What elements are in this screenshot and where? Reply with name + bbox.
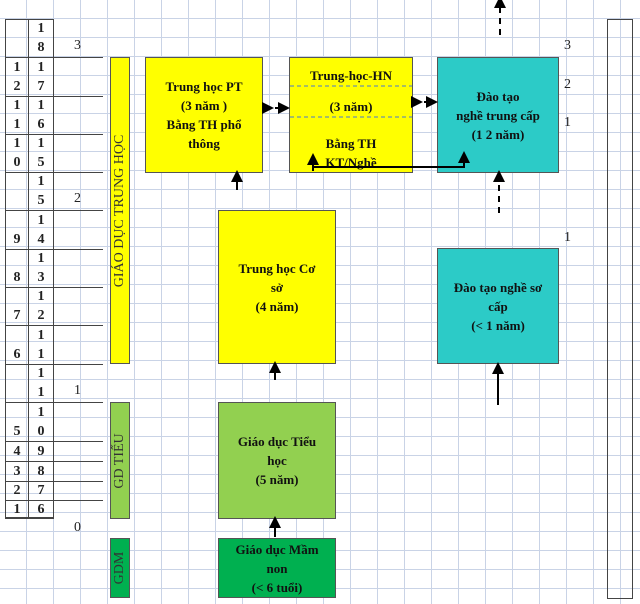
- row-divider: [5, 287, 103, 288]
- right-number: 3: [564, 38, 571, 53]
- lower-secondary-box: Trung học Cơ sở (4 năm): [218, 210, 336, 364]
- level-number-1: 1: [74, 383, 81, 398]
- box-line: (1 2 năm): [471, 126, 525, 142]
- level-number-0: 0: [74, 520, 81, 535]
- right-number: 2: [564, 77, 571, 92]
- primary-box: Giáo dục Tiểu học (5 năm): [218, 402, 336, 519]
- box-line: sở: [270, 279, 284, 295]
- box-line: Bằng TH phổ: [166, 117, 242, 132]
- grade-cell: 7: [13, 308, 21, 323]
- elementary-vocational-box: Đào tạo nghề sơ cấp (< 1 năm): [437, 248, 559, 364]
- box-line: (3 năm): [329, 99, 373, 114]
- row-divider: [5, 402, 103, 403]
- row-divider: [5, 500, 103, 501]
- box-line: (3 năm ): [180, 98, 228, 113]
- row-divider: [5, 325, 103, 326]
- box-line: Bằng TH: [325, 136, 377, 151]
- primary-education-bar: GD TIỂU: [110, 402, 130, 519]
- row-divider: [5, 19, 54, 20]
- transfer-arrow-icon: [313, 151, 470, 168]
- age-cell: 8: [37, 464, 45, 479]
- grade-cell: 2: [13, 483, 21, 498]
- row-divider: [5, 57, 103, 58]
- box-line: non: [266, 560, 288, 576]
- grade-cell: 5: [13, 424, 21, 439]
- level-number-2: 2: [74, 191, 81, 206]
- row-divider: [5, 172, 103, 173]
- box-line: (5 năm): [255, 472, 299, 487]
- box-line: (< 6 tuổi): [251, 579, 303, 595]
- grade-cell: 4: [13, 444, 21, 459]
- row-divider: [5, 461, 103, 462]
- box-line: Giáo dục Mầm: [235, 541, 319, 557]
- box-line: Giáo dục Tiểu: [237, 434, 317, 449]
- row-divider: [5, 134, 103, 135]
- table-divider: [28, 19, 29, 519]
- age-cell: 9: [37, 444, 45, 459]
- right-number: 1: [564, 230, 571, 245]
- preschool-box: Giáo dục Mầm non (< 6 tuổi): [218, 538, 336, 598]
- row-divider: [5, 364, 103, 365]
- row-divider: [5, 481, 103, 482]
- age-cell: 7: [37, 483, 45, 498]
- grade-cell: 1: [13, 502, 21, 517]
- box-line: cấp: [488, 298, 508, 314]
- preschool-education-bar: GDM: [110, 538, 130, 598]
- box-line: thông: [188, 136, 220, 151]
- box-line: (4 năm): [255, 298, 299, 314]
- grade-cell: 9: [13, 232, 21, 247]
- box-line: Đào tạo: [476, 88, 520, 104]
- box-line: Trung-học-HN: [309, 68, 393, 83]
- box-line: Trung học PT: [165, 79, 243, 94]
- right-number: 1: [564, 115, 571, 130]
- grade-cell: 3: [13, 464, 21, 479]
- box-line: (< 1 năm): [471, 317, 525, 333]
- box-line: học: [267, 453, 287, 468]
- intermediate-vocational-box: Đào tạo nghề trung cấp (1 2 năm): [437, 57, 559, 173]
- row-divider: [5, 441, 103, 442]
- age-cell: 6: [37, 502, 45, 517]
- box-line: nghề trung cấp: [456, 107, 540, 123]
- upper-secondary-box: Trung học PT (3 năm ) Bằng TH phổ thông: [145, 57, 263, 173]
- row-divider: [5, 249, 103, 250]
- secondary-education-bar: GIÁO DỤC TRUNG HỌC: [110, 57, 130, 364]
- grade-cell: 8: [13, 270, 21, 285]
- row-divider: [5, 210, 103, 211]
- box-line: Trung học Cơ: [238, 260, 316, 276]
- level-number-3: 3: [74, 38, 81, 53]
- right-border-column: [607, 19, 633, 599]
- grade-cell: 6: [13, 347, 21, 362]
- row-divider: [5, 96, 103, 97]
- box-line: Đào tạo nghề sơ: [453, 279, 543, 295]
